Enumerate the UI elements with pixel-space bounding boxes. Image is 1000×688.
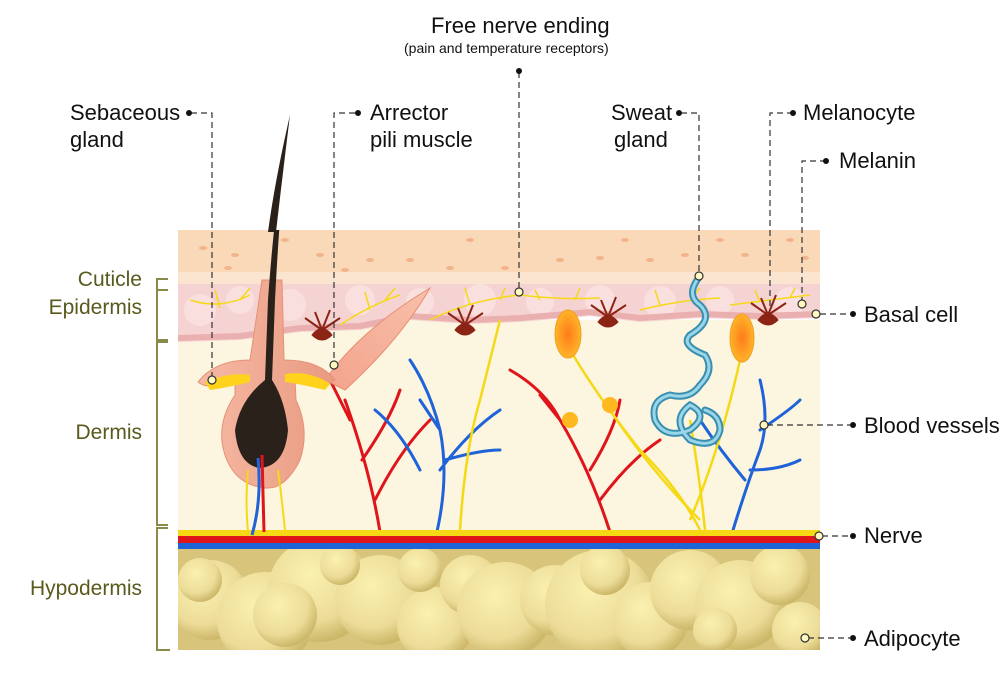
nerve-ending-bulb [602,397,618,413]
label-nerve: Nerve [864,523,923,548]
cuticle-layer [178,230,820,276]
layer-brackets [156,278,170,651]
title-free-nerve-ending: Free nerve ending [431,13,610,38]
label-sebaceous-gland-line1: Sebaceous [70,100,181,125]
label-arrector-pili-line1: Arrector [370,100,449,125]
lamellar-corpuscle [729,313,755,363]
adipocyte-cells [178,538,820,650]
label-sweat-gland-line2: gland [614,127,668,152]
label-melanocyte: Melanocyte [803,100,916,125]
label-arrector-pili-line2: pili muscle [370,127,473,152]
label-sebaceous-gland-line2: gland [70,127,124,152]
hair-shaft [235,230,288,468]
vein-band [178,543,820,549]
layer-label-epidermis: Epidermis [48,296,142,319]
subtitle-receptors: (pain and temperature receptors) [404,40,609,56]
nerve-band [178,530,820,536]
layer-label-hypodermis: Hypodermis [29,577,142,600]
label-basal-cell: Basal cell [864,302,959,327]
sebaceous-gland [205,373,330,390]
label-melanin: Melanin [839,148,917,173]
blood-vessels [238,358,802,542]
melanocytes [304,294,787,341]
nerve-ending-bulb [562,412,578,428]
artery-band [178,536,820,543]
label-blood-vessels: Blood vessels [864,413,1000,438]
hair-shaft-tip [268,115,290,232]
cuticle-flakes [199,238,809,272]
layer-label-cuticle: Cuticle [77,268,142,291]
label-sweat-gland-line1: Sweat [611,100,673,125]
nerve-fibers [458,319,742,531]
layer-label-dermis: Dermis [75,421,143,444]
basal-layer [178,308,820,341]
label-adipocyte: Adipocyte [864,626,961,651]
leader-lines [186,68,856,643]
lamellar-corpuscle [554,309,582,359]
arrector-pili-muscle [324,286,432,391]
